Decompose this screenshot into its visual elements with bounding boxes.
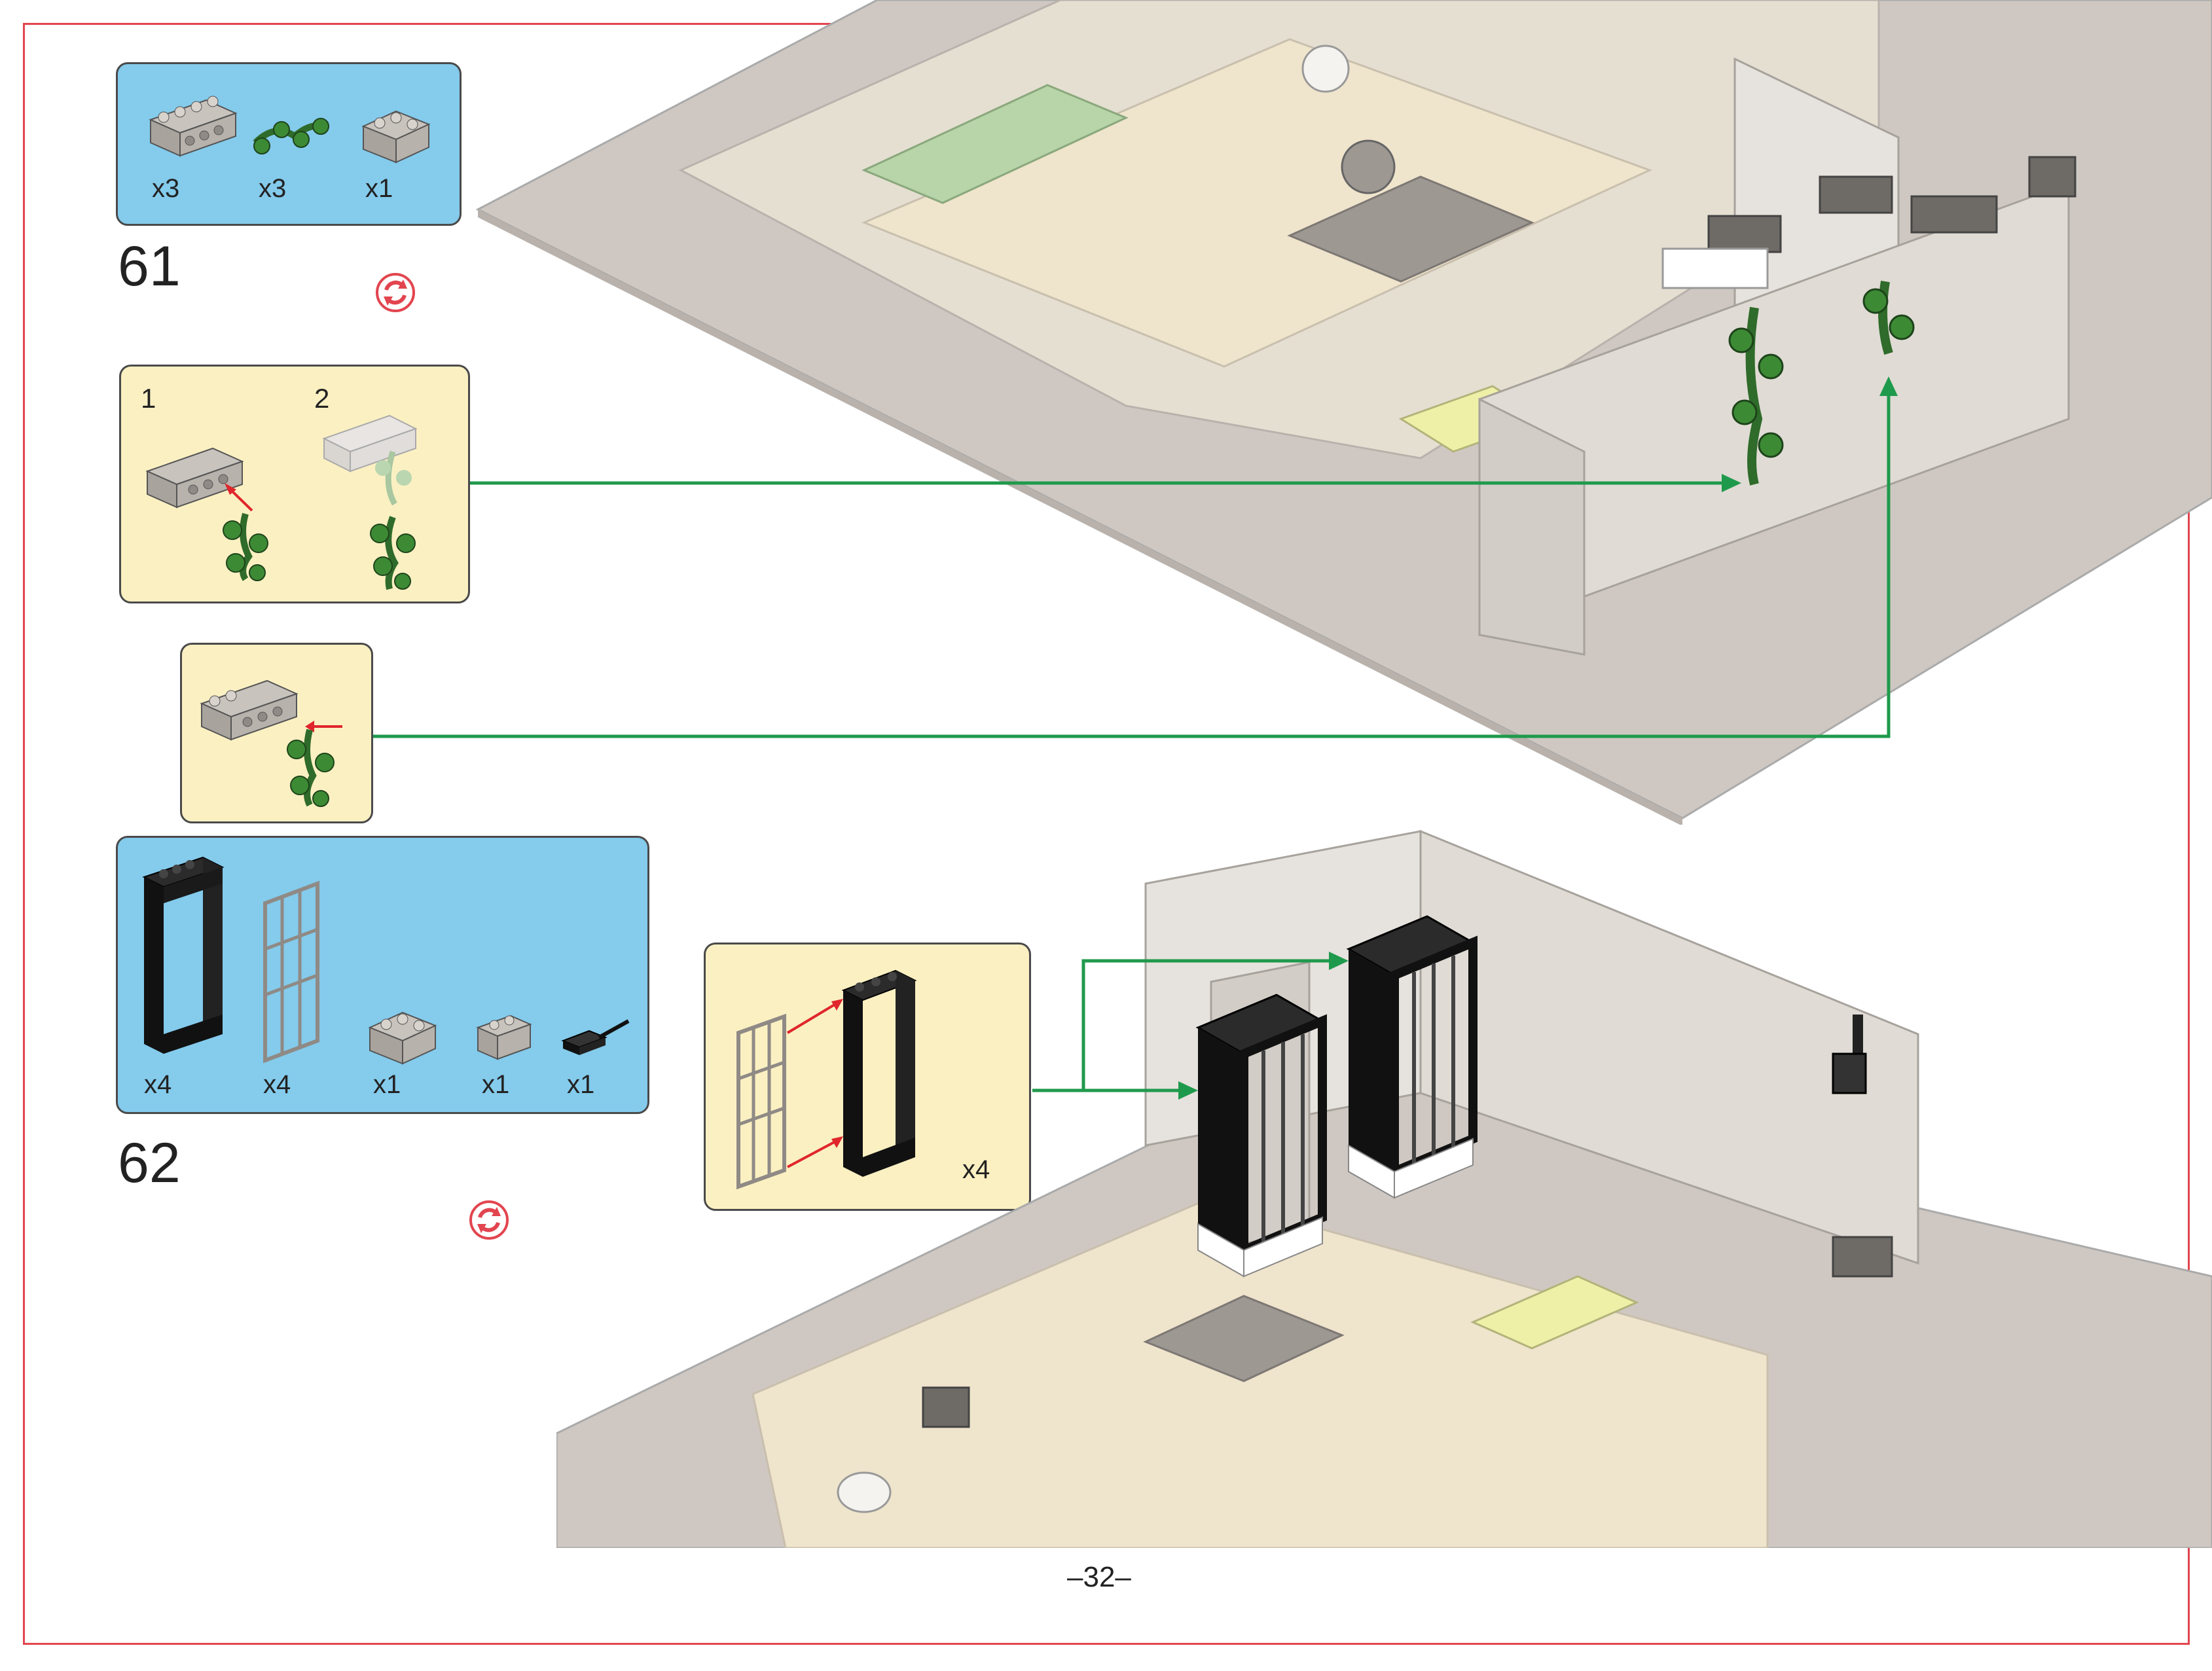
- corner-brick-icon: [368, 1011, 437, 1065]
- part-qty: x1: [567, 1070, 595, 1099]
- corner-brick-icon: [361, 110, 431, 164]
- step-62-parts-panel: x4 x4 x1 x1 x1: [116, 836, 649, 1114]
- part-qty: x4: [263, 1070, 291, 1099]
- bar-gate-icon: [263, 880, 319, 1064]
- part-qty: x1: [482, 1070, 510, 1099]
- substep-number: 1: [141, 383, 156, 414]
- door-frame-right: [1346, 915, 1478, 1199]
- plant-leaves-icon: [253, 118, 329, 154]
- part-qty: x3: [259, 174, 287, 203]
- callout-arrows-61: [373, 376, 1898, 738]
- part-qty: x4: [144, 1070, 172, 1099]
- subassembly-multiplier: x4: [962, 1155, 990, 1184]
- brick-with-plant-illustration: [200, 679, 342, 807]
- page-number: –32–: [1067, 1561, 1131, 1593]
- step-61-parts-panel: x3 x3 x1: [116, 62, 462, 226]
- door-frame-left: [1195, 994, 1327, 1278]
- step-61-model-illustration: [475, 0, 2212, 825]
- plate-with-handle-icon: [561, 1019, 630, 1055]
- brick-with-plant-illustration: [145, 447, 268, 581]
- part-qty: x1: [365, 174, 393, 203]
- step-number: 61: [118, 235, 181, 298]
- gray-brick-icon: [149, 96, 238, 157]
- part-qty: x1: [373, 1070, 401, 1099]
- brick-with-plant-illustration: [322, 414, 418, 590]
- step-number: 62: [118, 1132, 181, 1195]
- brick-1x2-icon: [476, 1015, 532, 1060]
- substep-number: 2: [314, 383, 330, 414]
- door-frame-icon: [142, 856, 225, 1054]
- rotate-model-icon: [376, 273, 415, 312]
- rotate-model-icon: [469, 1200, 509, 1240]
- gate-into-frame-illustration: [736, 969, 917, 1190]
- step-62-model-illustration: [556, 829, 2212, 1548]
- part-qty: x3: [152, 174, 180, 203]
- step-61-subassembly-2: [180, 643, 373, 823]
- step-61-subassembly-1: 1 2: [119, 365, 470, 603]
- callout-arrows-62: [1032, 952, 1349, 1100]
- step-62-subassembly: x4: [704, 943, 1031, 1211]
